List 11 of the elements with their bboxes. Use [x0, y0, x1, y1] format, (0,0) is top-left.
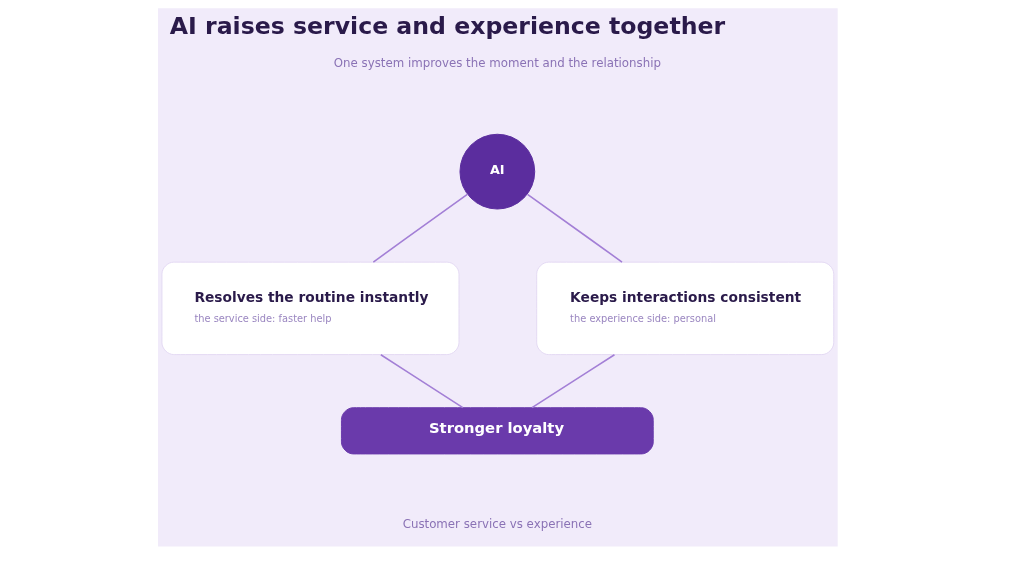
connector [380, 353, 464, 409]
node-box: Keeps interactions consistent the experience side: personal [536, 261, 835, 356]
label: Customer service vs experience [402, 516, 593, 531]
node-box: Stronger loyalty [340, 407, 654, 455]
label: One system improves the moment and the relationship [333, 55, 661, 70]
connector [531, 353, 616, 409]
connector [526, 193, 623, 263]
connector [372, 193, 469, 263]
diagram-title: AI raises service and experience together [169, 12, 726, 41]
node-circle: AI [459, 133, 536, 210]
node-box: Resolves the routine instantly the service side: faster help [161, 261, 460, 356]
